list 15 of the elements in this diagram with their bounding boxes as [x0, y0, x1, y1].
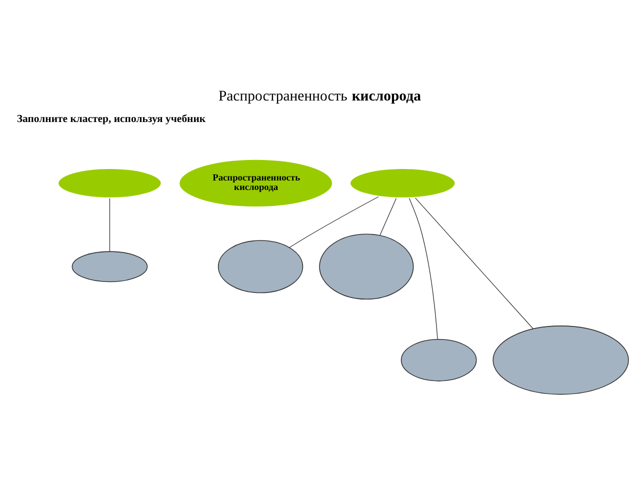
diagram-title: Распространенность кислорода — [218, 88, 421, 104]
node-ellipse — [348, 166, 456, 199]
node-ellipse — [492, 325, 629, 394]
node-ellipse — [72, 250, 148, 282]
node-ellipse — [56, 166, 162, 199]
node-ellipse — [218, 240, 304, 293]
connector — [408, 197, 438, 340]
node-ellipse — [319, 233, 414, 300]
connector — [289, 196, 379, 248]
node-ellipse: Распространенность кислорода — [178, 158, 334, 208]
label: Заполните кластер, используя учебник — [16, 112, 206, 125]
connector — [414, 197, 534, 329]
connector — [109, 198, 110, 252]
node-ellipse — [400, 338, 477, 381]
connector — [380, 198, 397, 236]
